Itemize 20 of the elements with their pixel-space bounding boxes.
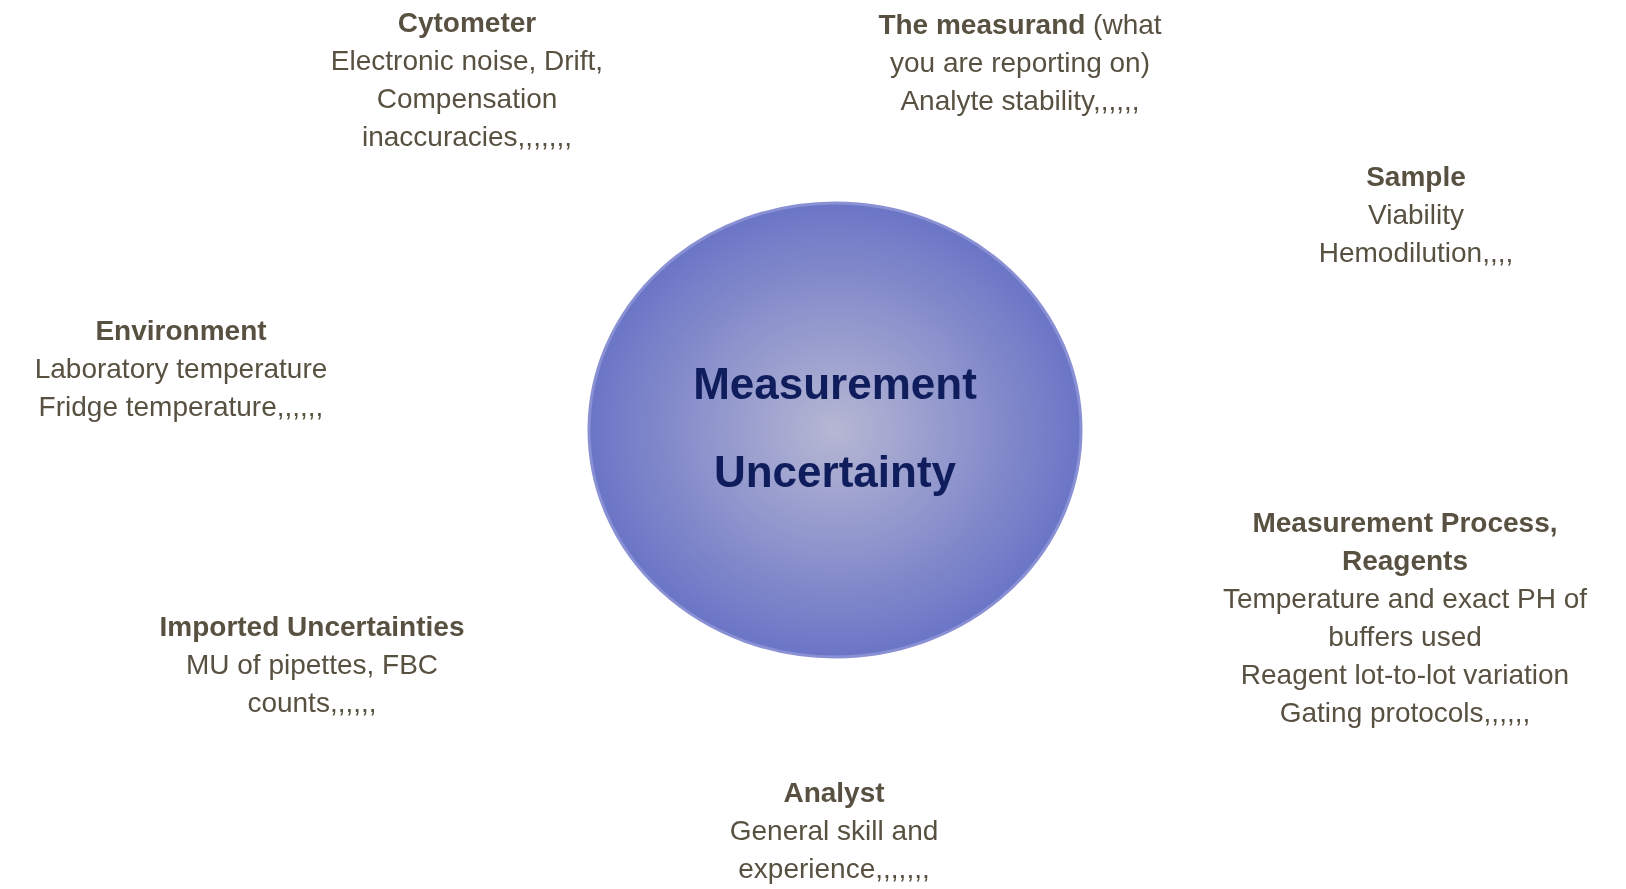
category-text: Temperature and exact PH of buffers used <box>1221 582 1589 654</box>
category-heading: Environment <box>94 314 268 348</box>
category-text: Hemodilution,,,, <box>1317 236 1515 270</box>
category-text: Viability <box>1367 198 1465 232</box>
category-text: Electronic noise, Drift, Compensation inaccuracies,,,,,,, <box>329 44 605 154</box>
center-ellipse <box>586 200 1084 660</box>
category-text: Gating protocols,,,,,, <box>1278 696 1532 730</box>
category-text: Reagent lot-to-lot variation <box>1239 658 1571 692</box>
category-heading: Sample <box>1365 160 1467 194</box>
category-heading: Cytometer <box>396 6 538 40</box>
center-title: Measurement Uncertainty <box>692 358 978 498</box>
category-text: Analyte stability,,,,,, <box>899 84 1141 118</box>
category-text: Laboratory temperature <box>33 352 329 386</box>
category-text: The measurand (what you are reporting on) <box>877 8 1163 80</box>
category-text: MU of pipettes, FBC counts,,,,,, <box>184 648 440 720</box>
category-text: Fridge temperature,,,,,, <box>37 390 325 424</box>
category-heading: Measurement Process, Reagents <box>1251 506 1559 578</box>
category-text: General skill and experience,,,,,,, <box>728 814 940 886</box>
category-heading: Analyst <box>782 776 886 810</box>
category-heading: Imported Uncertainties <box>158 610 466 644</box>
